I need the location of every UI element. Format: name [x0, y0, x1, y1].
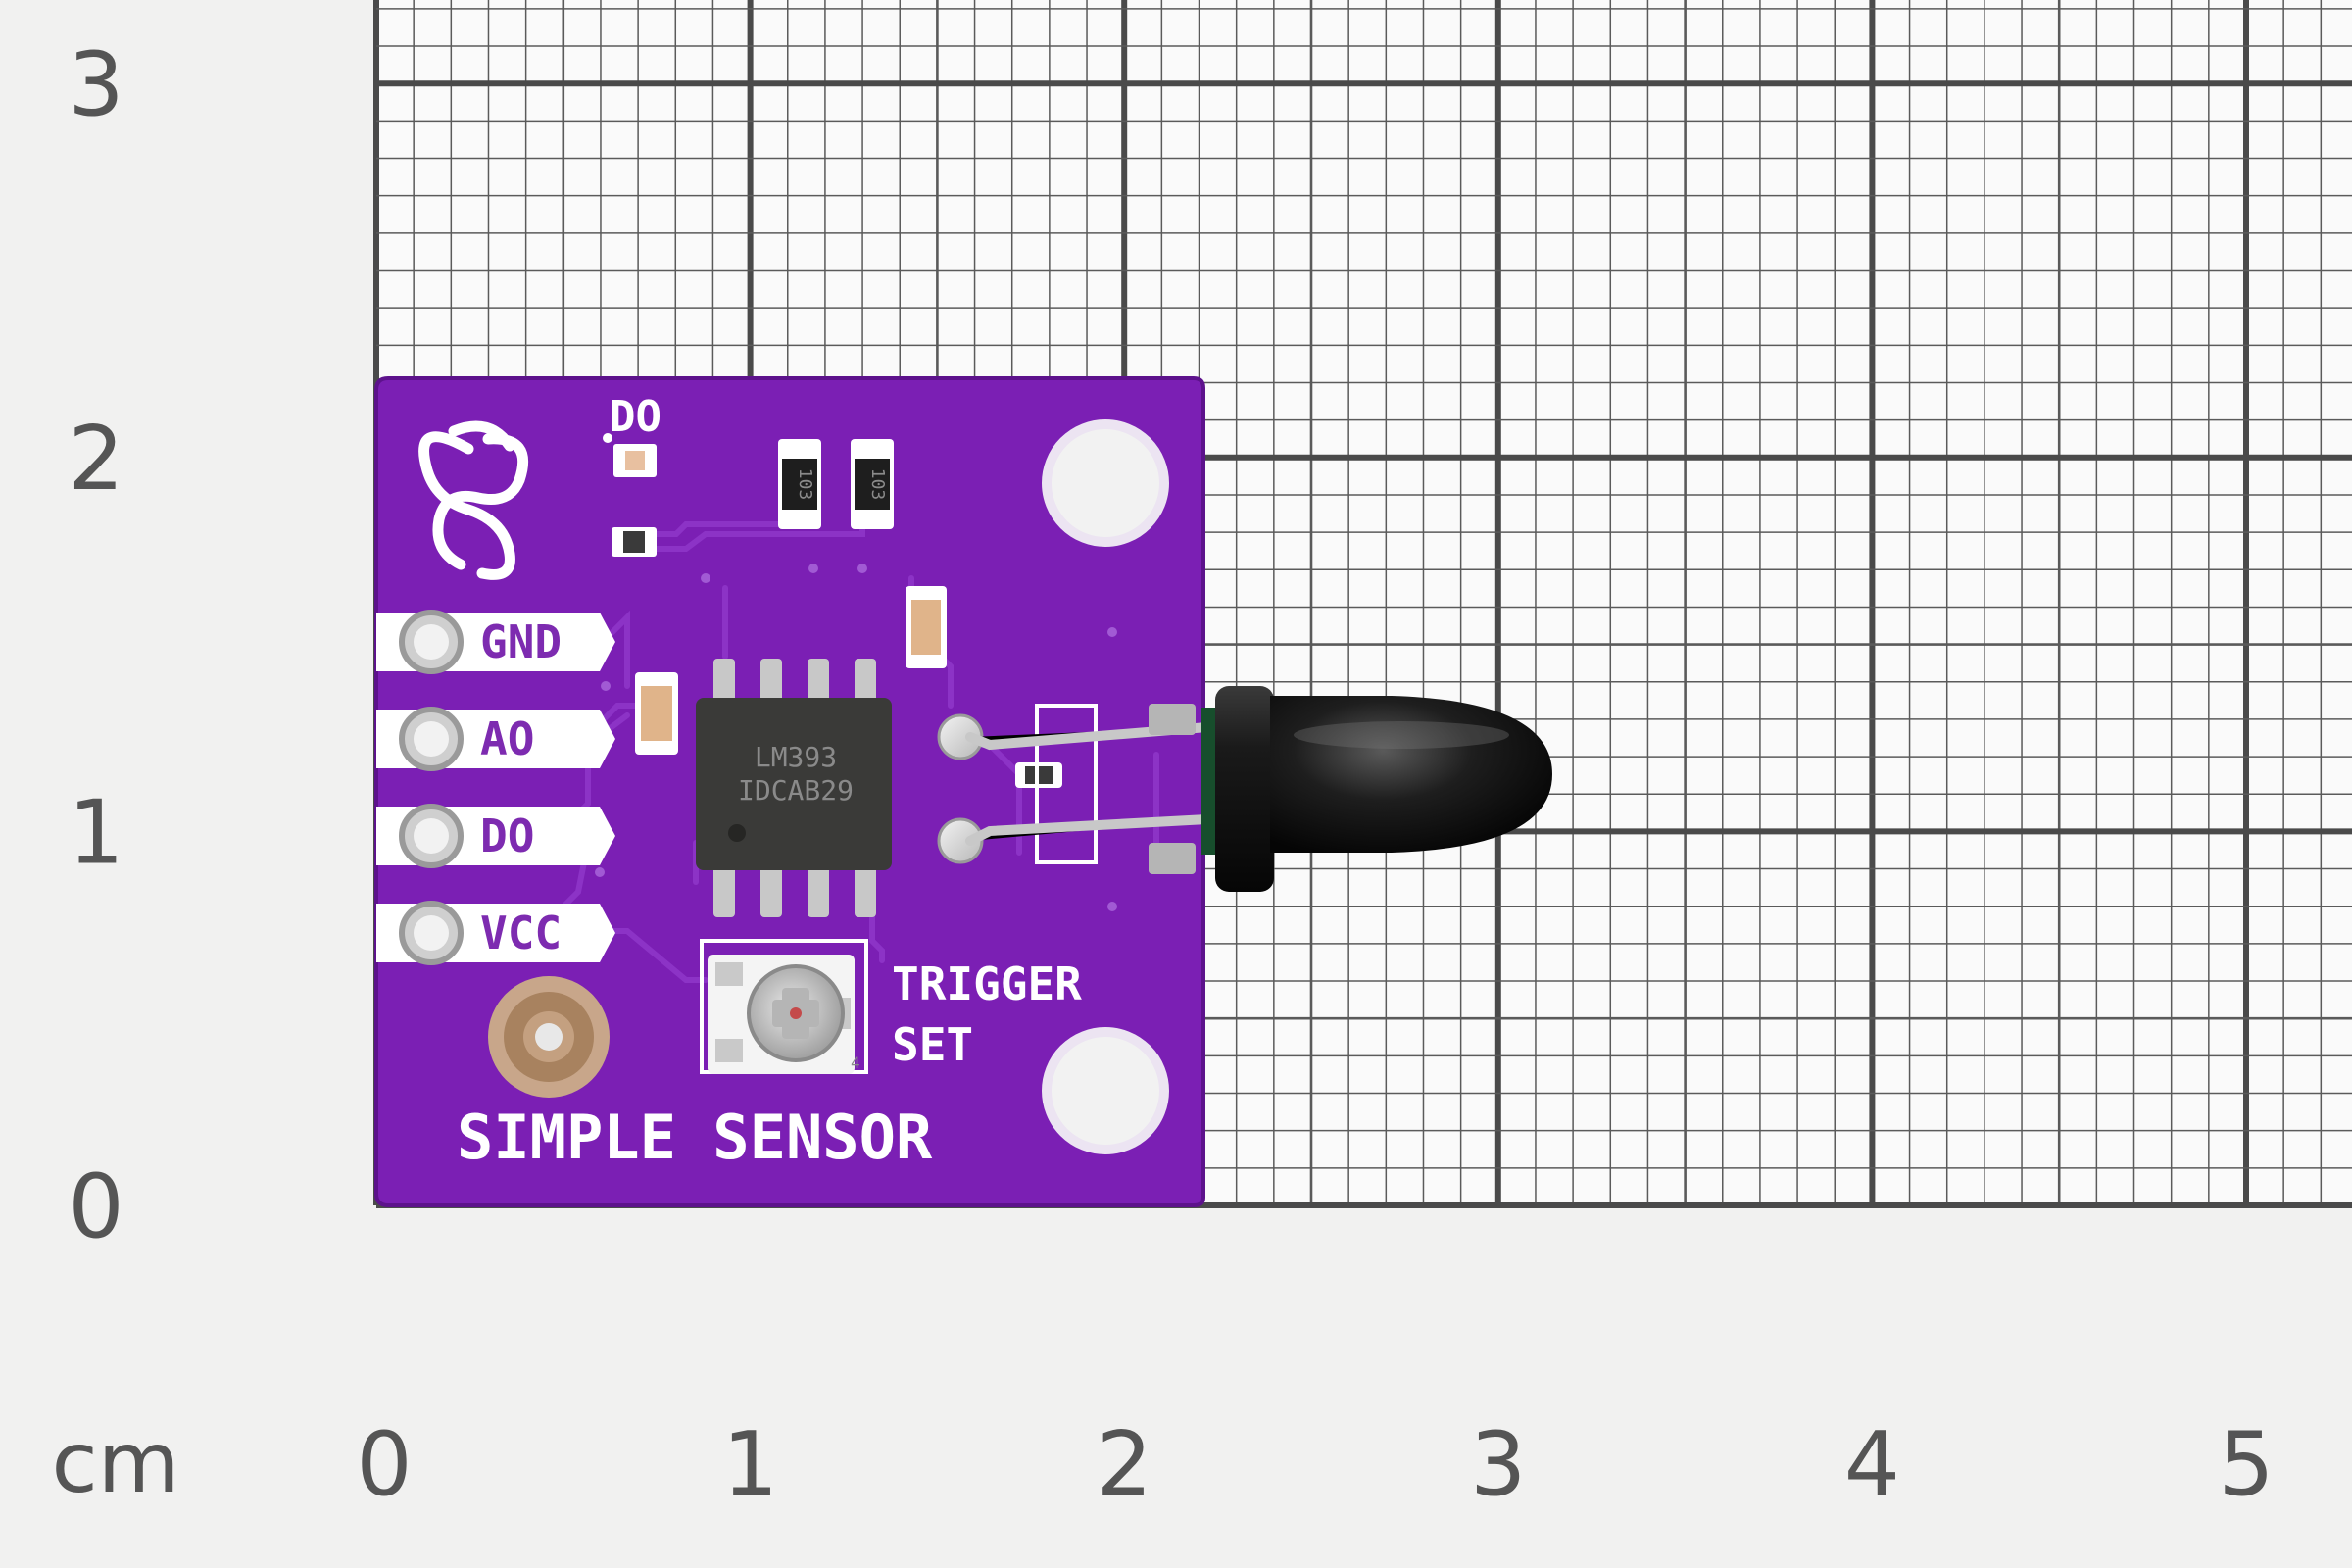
- x-tick-label: 5: [2218, 1413, 2274, 1516]
- pin-gnd: GND: [376, 610, 615, 674]
- pot-marker: 4: [851, 1054, 860, 1072]
- sensor-solder-pads: [937, 704, 1098, 864]
- y-tick-label: 2: [68, 408, 123, 511]
- y-tick-label: 3: [68, 33, 123, 136]
- ground-pad: [488, 976, 610, 1098]
- trigger-label-line2: SET: [892, 1018, 973, 1071]
- y-tick-label: 0: [68, 1155, 123, 1258]
- x-tick-label: 3: [1470, 1413, 1526, 1516]
- chip-marking-line2: IDCAB29: [738, 774, 854, 807]
- trigger-label-line1: TRIGGER: [892, 957, 1082, 1010]
- resistor-1: 103: [778, 439, 821, 529]
- resistor-code: 103: [795, 468, 815, 501]
- board-title: SIMPLE SENSOR: [457, 1102, 933, 1173]
- y-tick-label: 1: [68, 781, 123, 884]
- pin-label: GND: [480, 615, 562, 668]
- x-tick-label: 2: [1097, 1413, 1152, 1516]
- comparator-chip: LM393 IDCAB29: [696, 659, 892, 917]
- flame-sensor: [965, 686, 1552, 892]
- pin-label: AO: [480, 712, 534, 765]
- x-tick-label: 4: [1844, 1413, 1900, 1516]
- status-led: DO: [603, 392, 662, 477]
- mounting-holes: [1042, 419, 1169, 1154]
- pin-label: DO: [480, 809, 534, 862]
- pin-ao: AO: [376, 707, 615, 771]
- pin-label: VCC: [480, 906, 562, 959]
- chip-marking-line1: LM393: [755, 741, 837, 773]
- vias: [595, 564, 1117, 911]
- x-tick-label: 1: [722, 1413, 778, 1516]
- unit-label: cm: [51, 1414, 179, 1512]
- trigger-potentiometer: 4: [700, 939, 868, 1074]
- sensor-board: DO 103 103: [374, 376, 1205, 1207]
- logo-icon: [418, 420, 529, 580]
- resistor-2: 103: [851, 439, 894, 529]
- x-axis-ticks: 0 1 2 3 4 5: [356, 1413, 2274, 1516]
- capacitor-1: [906, 586, 947, 668]
- resistor-code: 103: [867, 468, 888, 501]
- y-axis-ticks: 0 1 2 3: [68, 33, 123, 1258]
- pin-headers: GND AO DO VCC: [376, 610, 615, 965]
- smd-capacitor: [612, 527, 657, 557]
- axis-labels: cm 0 1 2 3 4 5 0 1 2 3: [51, 33, 2274, 1516]
- capacitor-2: [635, 672, 678, 755]
- pin-vcc: VCC: [376, 901, 615, 965]
- pin-do: DO: [376, 804, 615, 868]
- x-tick-label: 0: [356, 1413, 412, 1516]
- led-label: DO: [610, 392, 662, 442]
